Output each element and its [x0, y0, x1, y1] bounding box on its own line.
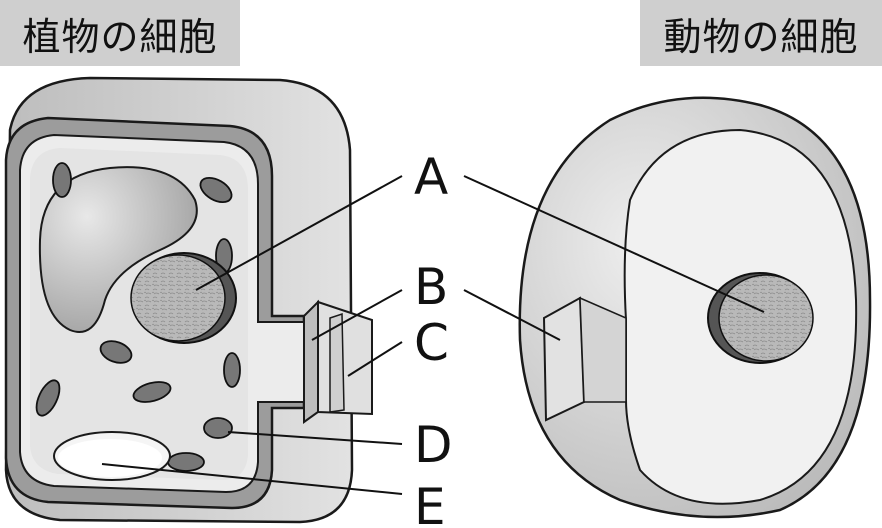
label-a: A: [414, 148, 448, 206]
animal-cell: [518, 96, 872, 519]
leader-b-animal: [463, 289, 561, 341]
leader-d: [227, 431, 403, 445]
animal-cell-title: 動物の細胞: [640, 0, 882, 66]
animal-nucleus: [707, 272, 814, 364]
leader-b-plant: [311, 289, 403, 341]
plant-cell: [4, 76, 373, 524]
plant-vacuole: [38, 166, 198, 333]
label-c: C: [414, 314, 449, 372]
label-e: E: [414, 478, 446, 528]
leader-c: [347, 341, 403, 377]
leader-lines: [101, 175, 765, 495]
plant-nucleus: [130, 252, 237, 344]
plant-wall-section: [303, 299, 373, 424]
leader-a-plant: [195, 175, 403, 291]
leader-e: [101, 463, 403, 495]
leader-a-animal: [463, 175, 765, 313]
plant-cell-title: 植物の細胞: [0, 0, 240, 66]
chloroplasts: [35, 162, 241, 472]
label-b: B: [414, 258, 448, 316]
label-d: D: [414, 416, 453, 474]
labels: A B C D E: [414, 148, 453, 528]
